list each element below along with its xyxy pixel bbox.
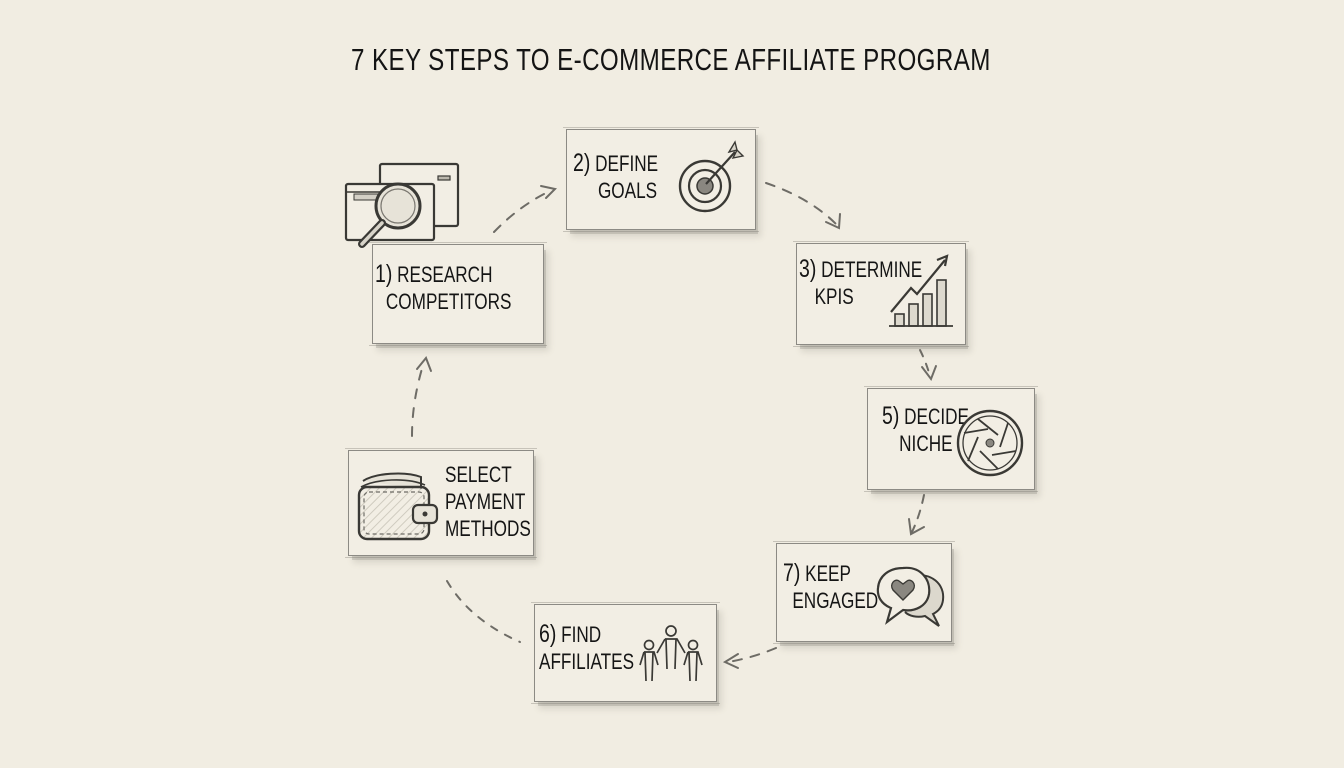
step-text-line1: DETERMINE	[821, 257, 923, 282]
step-label: 2) DEFINE GOALS	[573, 150, 658, 204]
arrow-6-to-payment	[446, 580, 521, 643]
step-text-line3: METHODS	[445, 516, 531, 541]
step-text-line2: GOALS	[597, 178, 658, 203]
people-group-icon	[635, 623, 707, 696]
step-card-decide-niche[interactable]: 5) DECIDE NICHE	[864, 386, 1038, 492]
step-text-line1: KEEP	[805, 561, 851, 586]
step-label: 7) KEEP ENGAGED	[783, 560, 878, 614]
wallet-icon	[355, 469, 441, 548]
arrow-2-to-3	[765, 182, 837, 225]
step-card-research-competitors[interactable]: 1) RESEARCH COMPETITORS	[369, 242, 547, 346]
arrow-3-to-5	[919, 349, 931, 377]
camera-aperture-icon	[954, 407, 1026, 484]
step-number: 3)	[799, 255, 817, 283]
step-number: 7)	[783, 559, 801, 587]
step-label: SELECT PAYMENT METHODS	[445, 461, 531, 542]
step-label: 1) RESEARCH COMPETITORS	[375, 261, 511, 315]
step-label: 3) DETERMINE KPIS	[799, 256, 922, 310]
step-number: 2)	[573, 149, 591, 177]
step-text-line2: KPIS	[814, 284, 854, 309]
step-text-line2: COMPETITORS	[385, 289, 512, 314]
arrow-7-to-6	[727, 647, 777, 663]
step-number: 6)	[539, 620, 557, 648]
step-label: 6) FIND AFFILIATES	[539, 621, 634, 675]
step-text-line2: PAYMENT	[445, 489, 526, 514]
step-number: 5)	[882, 402, 900, 430]
step-text-line1: RESEARCH	[397, 262, 493, 287]
step-text-line2: ENGAGED	[792, 588, 879, 613]
step-card-find-affiliates[interactable]: 6) FIND AFFILIATES	[531, 602, 720, 704]
step-card-determine-kpis[interactable]: 3) DETERMINE KPIS	[793, 241, 969, 347]
step-text-line2: AFFILIATES	[539, 649, 635, 674]
step-card-define-goals[interactable]: 2) DEFINE GOALS	[563, 127, 759, 232]
step-card-select-payment-methods[interactable]: SELECT PAYMENT METHODS	[345, 448, 537, 558]
step-label: 5) DECIDE NICHE	[882, 403, 969, 457]
step-text-line1: DEFINE	[595, 151, 659, 176]
target-with-arrow-icon	[675, 138, 745, 221]
arrow-1-to-2	[493, 189, 553, 233]
step-text-line2: NICHE	[899, 431, 953, 456]
step-number: 1)	[375, 260, 393, 288]
step-text-line1: DECIDE	[904, 404, 969, 429]
step-card-keep-engaged[interactable]: 7) KEEP ENGAGED	[773, 541, 955, 644]
arrow-5-to-7	[911, 494, 925, 533]
step-text-line1: FIND	[561, 622, 602, 647]
arrow-payment-to-1	[411, 361, 425, 437]
magnifier-over-browser-windows-icon	[340, 158, 465, 263]
step-text-line1: SELECT	[445, 462, 512, 487]
diagram-title: 7 KEY STEPS TO E-COMMERCE AFFILIATE PROG…	[351, 42, 991, 77]
rising-bar-chart-icon	[887, 250, 957, 337]
speech-bubbles-heart-icon	[873, 562, 949, 639]
